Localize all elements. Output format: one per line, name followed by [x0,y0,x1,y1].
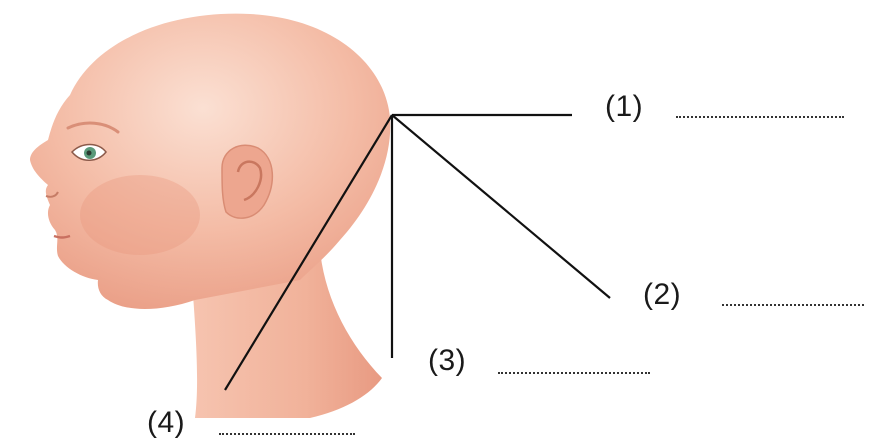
label-1: (1) [605,92,643,122]
blank-3[interactable] [498,372,650,374]
label-3: (3) [428,346,466,376]
pupil [87,151,92,156]
lips [54,236,70,238]
head-shape [30,14,390,309]
cheek-shading [80,175,200,255]
blank-2[interactable] [722,304,864,306]
pointer-line-2 [392,115,610,298]
label-2: (2) [643,280,681,310]
blank-1[interactable] [676,116,844,118]
blank-4[interactable] [219,433,355,435]
label-4: (4) [147,408,185,438]
